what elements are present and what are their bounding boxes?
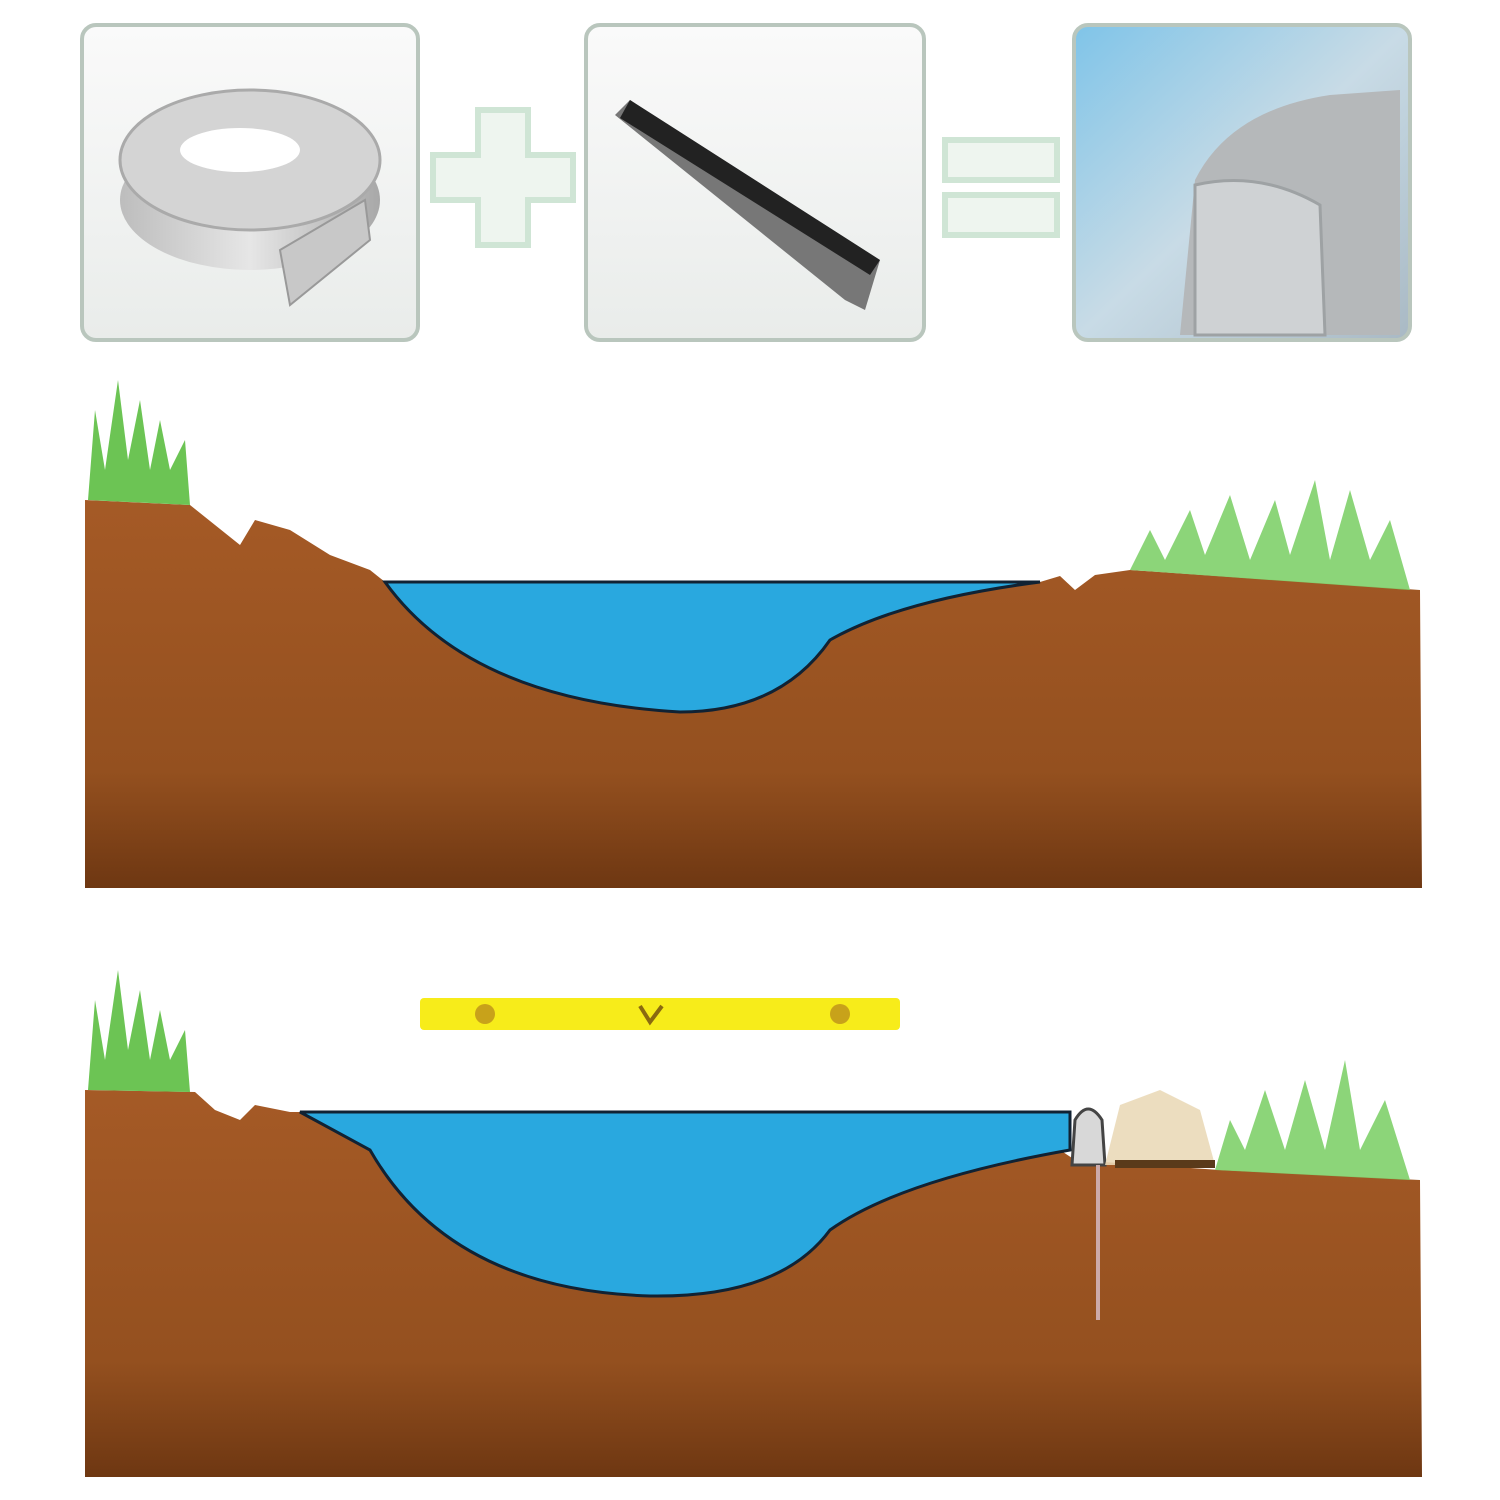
grass-right: [1130, 480, 1410, 590]
grass-right: [1215, 1060, 1410, 1180]
edging-strip: [1070, 1107, 1107, 1320]
installed-edging-icon: [1180, 90, 1400, 337]
soil: [85, 500, 1422, 888]
edging-roll-icon: [118, 88, 382, 307]
stake-tile: [584, 23, 926, 342]
equals-icon: [942, 137, 1060, 238]
stake-icon: [615, 100, 880, 310]
grass-left: [88, 970, 190, 1092]
grass-left: [88, 380, 190, 505]
pond-cross-section-after: [85, 970, 1422, 1477]
edging-roll-tile: [80, 23, 420, 342]
water: [299, 1110, 1072, 1298]
installed-edging-tile: [1072, 23, 1412, 342]
water: [382, 580, 1041, 714]
stone-edging: [1105, 1090, 1215, 1168]
plus-icon: [430, 107, 576, 248]
spirit-level-icon: [420, 998, 900, 1030]
pond-cross-section-before: [85, 380, 1422, 888]
